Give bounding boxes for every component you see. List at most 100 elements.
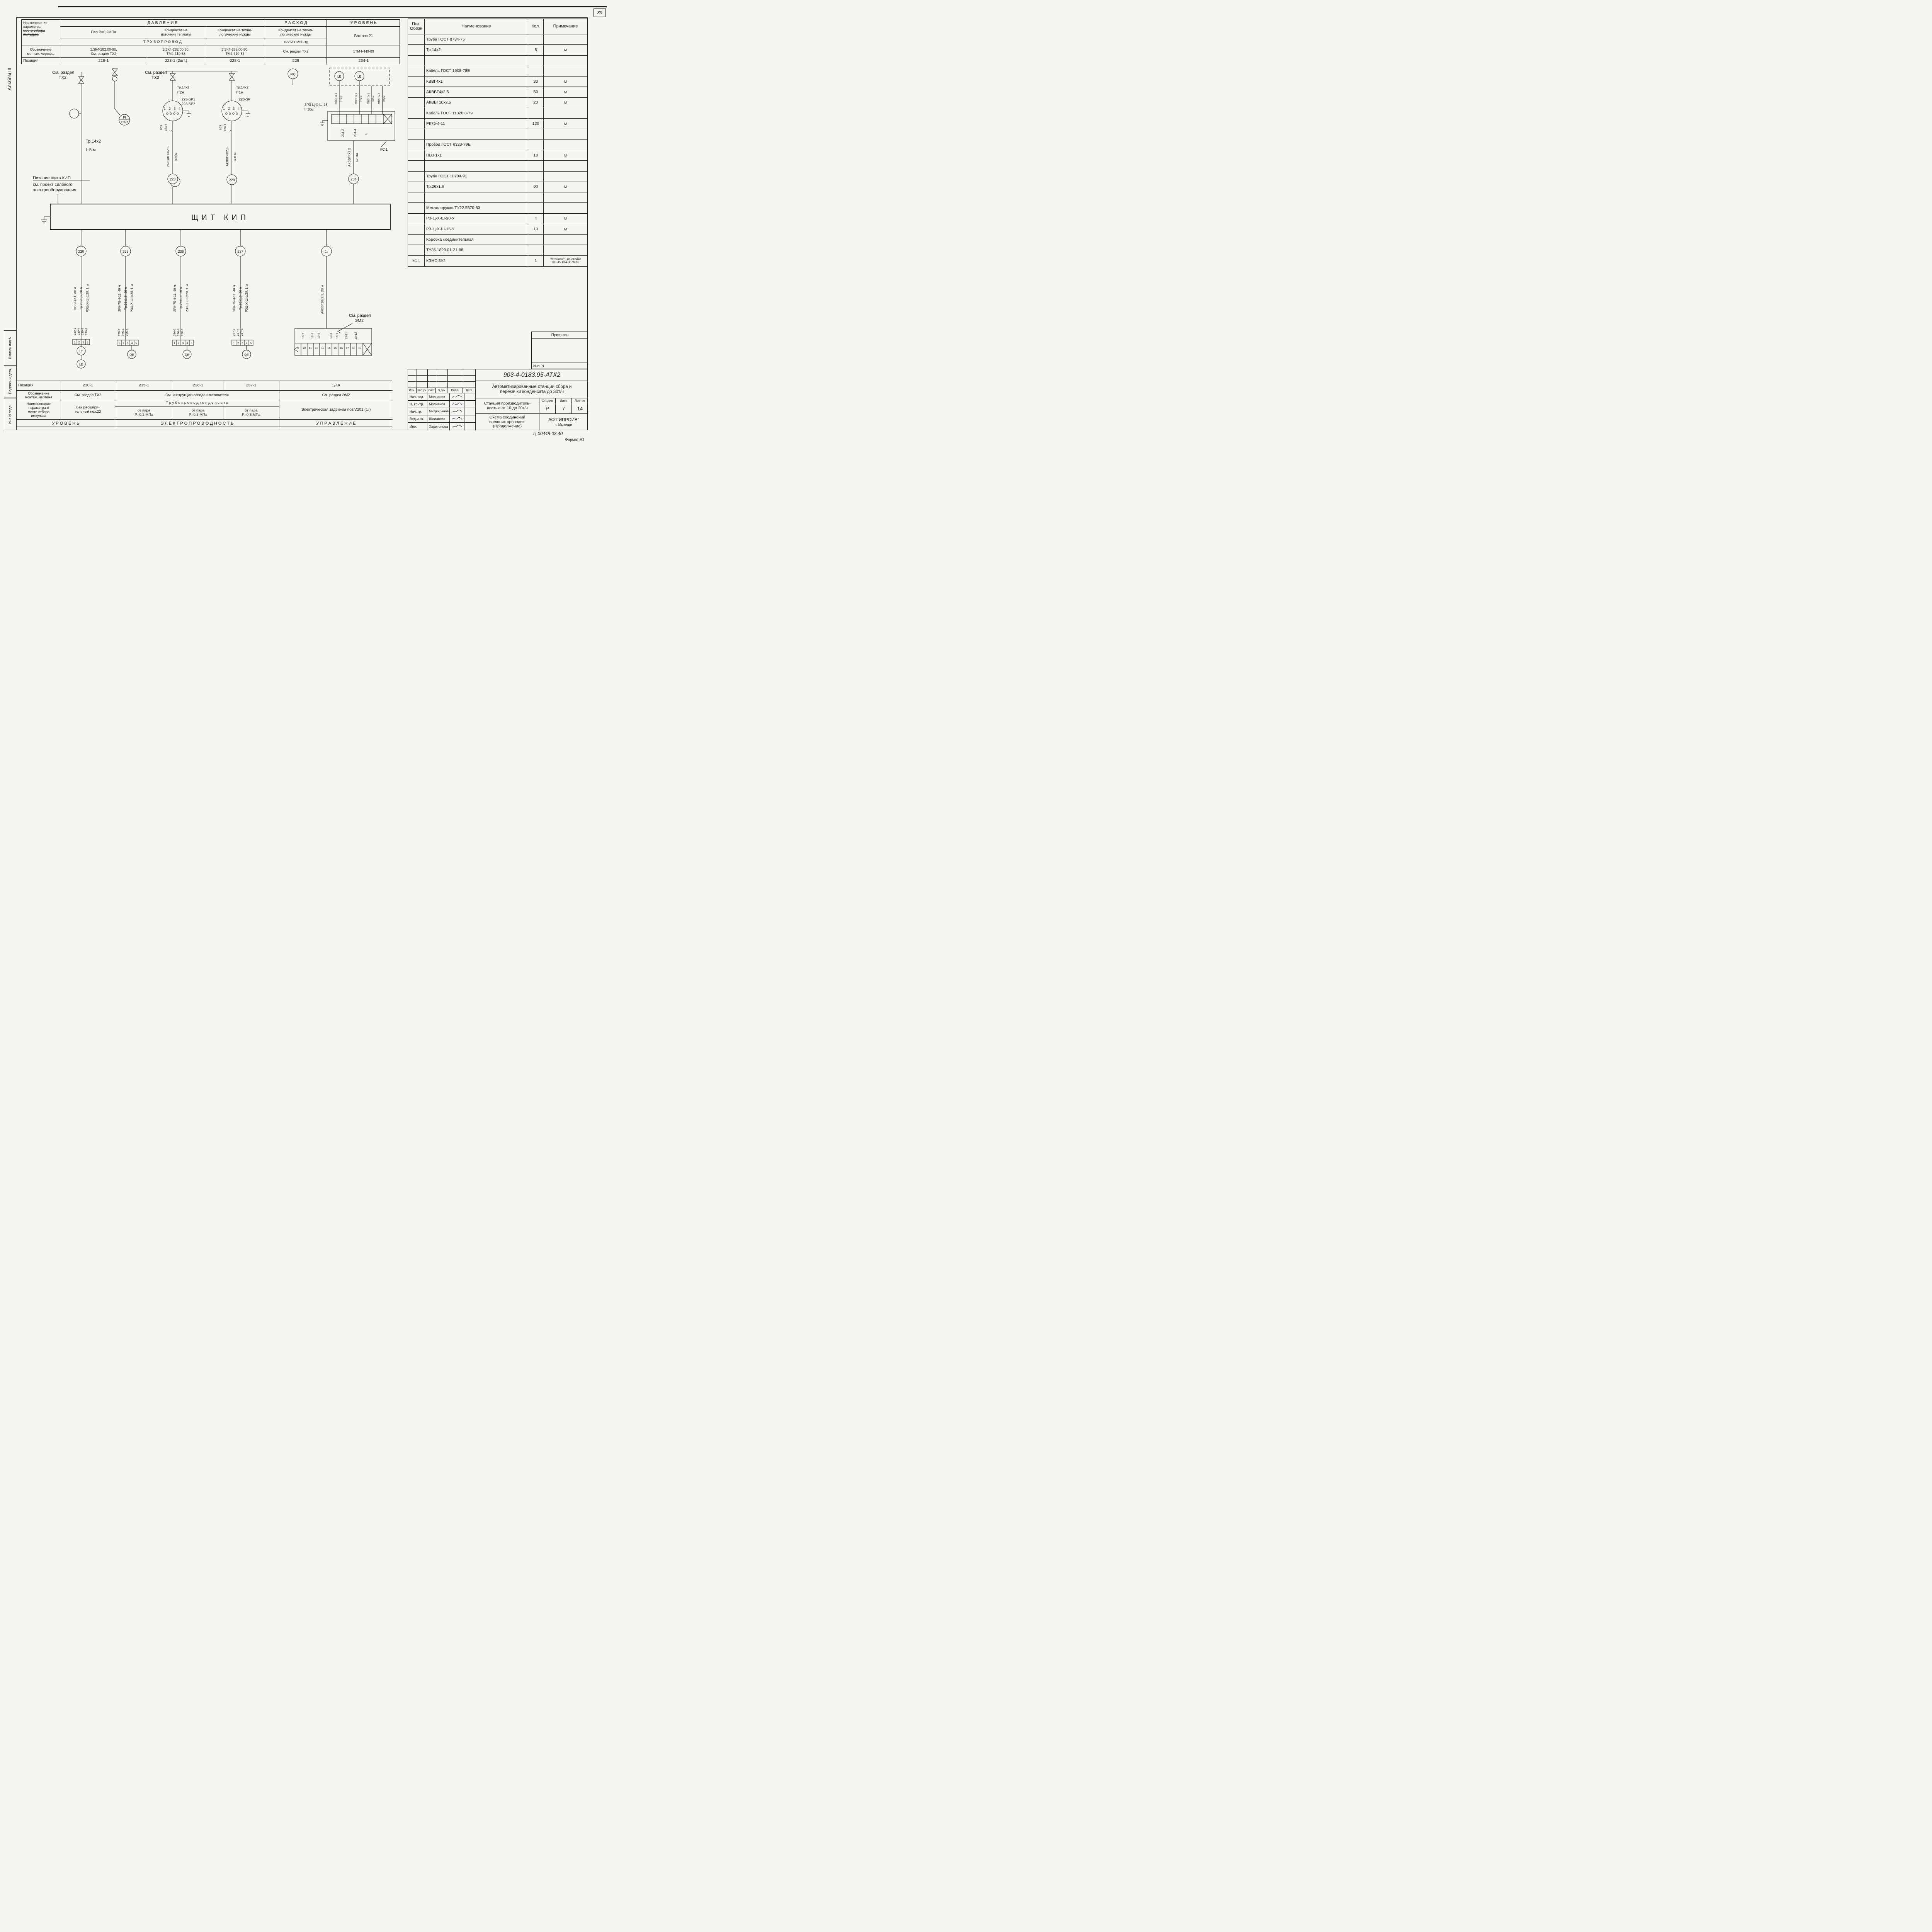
mat-pos [408,182,425,193]
sig-name: Молчанов [427,393,450,401]
wire-tag: 236-6 [180,328,184,336]
mat-name: ПВЗ 1х1 [425,150,528,161]
terminal-number: 1 [118,342,120,345]
instrument-le: LE [79,363,83,366]
cable-label: РЗЦ-Х-Ш ф20, 1 м [245,284,248,313]
mat-pos [408,87,425,98]
mat-qty: 4 [528,213,544,224]
mat-qty [528,108,544,119]
drop-230: 230 КВВГ4Х1, 30 м Тр.26х1,6, 30 м РЗЦ-Х-… [72,230,90,369]
param-tank: Бак расшири- тельный поз.23 [61,400,115,420]
mat-pos [408,213,425,224]
mat-name: АКВВГ4х2,5 [425,87,528,98]
handwritten-code: Ц.00448-03 40 [533,432,563,436]
divider [427,369,428,388]
mat-pos [408,192,425,203]
mat-pos [408,224,425,235]
sig-autograph-cell [450,415,464,423]
terminal-number: 1 [74,341,75,344]
mat-col-name: Наименование [425,19,528,34]
schematic-drawing: См. раздел ТХ2 Тр.14х2 l=5 м PI 218-2 См… [33,68,395,369]
parameter-table-bottom: Позиция 230-1 235-1 236-1 237-1 1₂КК Обо… [16,381,393,427]
band-level: У Р О В Е Н Ь [327,20,400,27]
sig-autograph-cell [450,423,464,430]
band-level: У Р О В Е Н Ь [17,420,115,427]
drop-236: 236 2РК-75-4-11, 40 м Тр.26х1,6, 20 м РЗ… [172,230,194,359]
feed-note-line: см. проект силового [33,182,73,187]
wire-tag: 230-6 [81,328,84,335]
mat-qty [528,34,544,45]
position-header: Позиция [17,381,61,391]
wire-tag: 13-11 [345,332,348,340]
band-pipeline: Т Р У Б О П Р О В О Д [60,39,265,46]
wire-tag: 13-9 [335,333,339,338]
mat-qty: 1 [528,255,544,266]
format-label: Формат А2 [565,438,585,442]
mat-name: РЗ-Ц-Х-Ш-20-У [425,213,528,224]
wire-tag: 234-2 [341,129,345,137]
wire-length-label: l=3м [382,95,386,101]
mat-name: Кабель ГОСТ 1508-78Е [425,66,528,77]
cable-label: АКВВГ10х2,5, 20 м [320,285,324,314]
terminal-number: 9 [297,346,299,350]
cable-number-bubble: 228 [229,178,235,182]
level-line-234: LE LE ПВЗ 1х1 l=3м ПВЗ 1х1 l=3м ПВЗ 1х1 … [304,68,395,204]
stamp-vzamen-inv: Взамен инв.N [4,330,16,365]
mat-note: м [544,77,587,87]
param-name-header: Наименование параметра и место отбора им… [17,400,61,420]
mat-note [544,161,587,172]
cable-length-label: l=30м [174,153,178,161]
param-steam: от пара Р=0,8 МПа [223,406,279,420]
mat-qty: 8 [528,45,544,56]
terminal-number: 18 [352,346,355,350]
mount-ref: См. раздел ТХ2 [61,391,115,400]
sp-tag: 228-SP [239,97,250,101]
tube-length-label: l=1м [236,90,243,94]
top-rule [58,6,607,7]
mount-ref: 1.ЗК4-282.00-90, См. раздел ТХ2 [60,46,147,58]
wire-tag: 803 [219,125,222,130]
band-pressure: Д А В Л Е Н И Е [60,20,265,27]
param-valve: Электрическая задвижка поз.V201 (1₂) [279,400,393,420]
sig-role: Нач. гр. [408,408,427,415]
mat-note [544,245,587,256]
mount-ref: См. раздел ЭМ2 [279,391,393,400]
mount-ref: См. инструкцию завода изготовителя [115,391,279,400]
mat-pos [408,97,425,108]
param-col-cond-heat: Конденсат на источник теплоты [147,27,205,39]
feed-note-line: электрооборудования [33,188,76,192]
cable-length-label: l=10м [355,153,359,162]
wire-tag: 234-4 [354,129,357,137]
mat-note [544,129,587,140]
terminal-number: 1 [233,342,235,345]
terminal-number: 4 [246,342,247,345]
object-title: Станция производитель- ностью от 10 до 2… [476,398,539,414]
instrument-fiq: FIQ [290,73,295,76]
flow-meter-fiq: FIQ [287,68,298,85]
terminal-number: 3 [242,342,243,345]
mat-qty [528,139,544,150]
drop-235: 235 2РК-75-4-11, 40 м Тр.26х1,6, 20 м РЗ… [117,230,139,359]
cable-label: 2РК-75-4-11, 40 м [232,285,236,311]
mat-name: КЭНС 8У2 [425,255,528,266]
cable-label: КВВГ4Х1, 30 м [73,287,77,310]
mat-note: м [544,119,587,129]
privyazan-box: Привязан Инв. N [531,332,588,369]
mat-col-note: Примечание [544,19,587,34]
terminal-number: 5 [82,341,84,344]
drop-237: 237 2РК-75-4-11, 40 м Тр.26х1,6, 20 м РЗ… [231,230,253,359]
mat-pos [408,235,425,245]
mat-note: Установить на стойке СП-35 ТК4-3576-82 [550,257,581,264]
mat-pos [408,139,425,150]
wire-tag: 13-2 [301,333,305,338]
sp-tag: 223-SP2 [182,102,195,106]
cable-label: АКВВГ4Х2,5 [225,147,229,166]
signature-autograph [452,395,462,398]
change-row-empty [408,382,476,388]
divider [447,369,448,388]
mat-name: Коробка соединительная [425,235,528,245]
band-flow: Р А С Х О Д [265,20,327,27]
sig-name: Харитонова [427,423,450,430]
instrument-qe: QE [129,353,134,357]
signature-autograph [452,417,462,420]
